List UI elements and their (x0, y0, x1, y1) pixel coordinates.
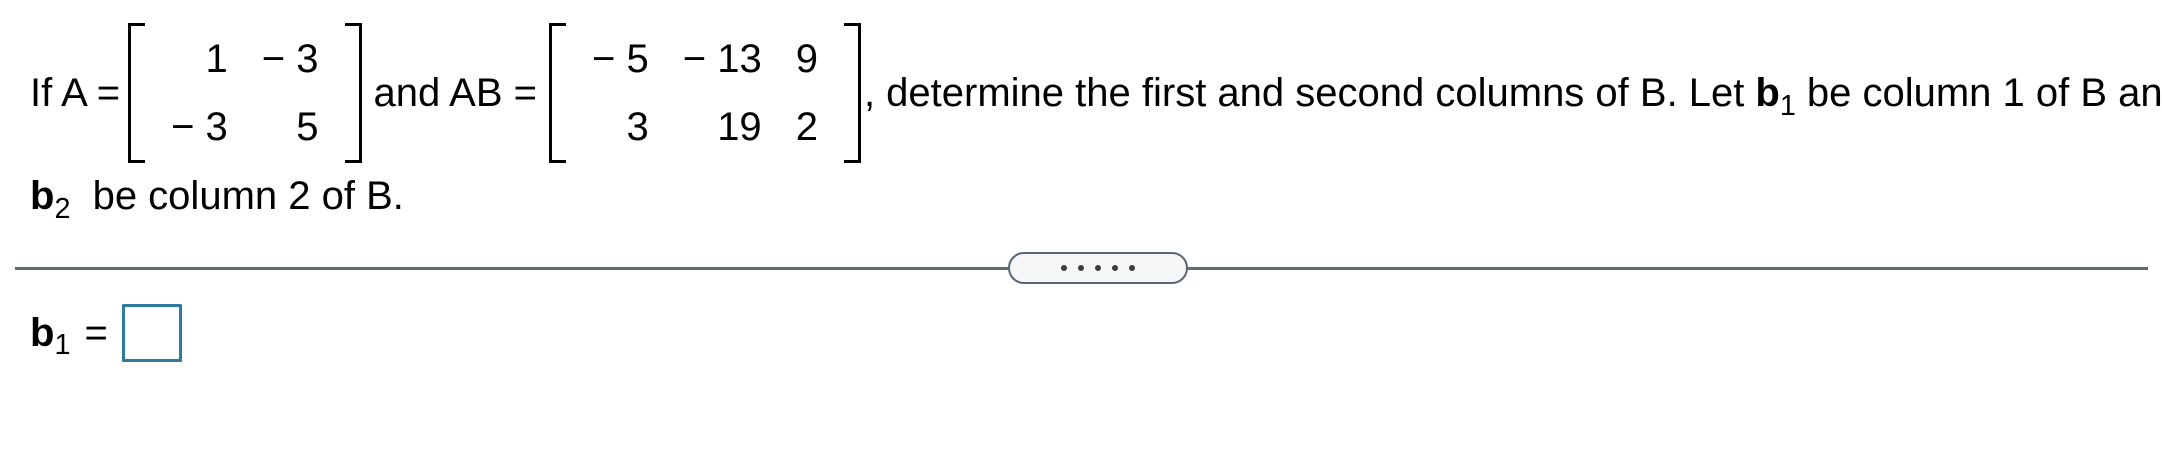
b1-letter: b (1755, 71, 1780, 115)
matrix-cell: 3 (626, 105, 649, 149)
answer-row: b1 = (0, 304, 2162, 362)
drag-handle-dot (1095, 265, 1101, 271)
b1-symbol: b1 (1755, 71, 1795, 120)
b2-symbol: b2 (30, 174, 70, 223)
divider-drag-handle[interactable] (1008, 252, 1188, 284)
matrix-a: 1 − 3 − 3 5 (128, 23, 362, 163)
drag-handle-dot (1129, 265, 1135, 271)
left-bracket (128, 23, 146, 163)
matrix-cell: 9 (795, 37, 818, 81)
left-bracket (549, 23, 566, 163)
matrix-cell: 1 (205, 37, 228, 81)
matrix-cell: 2 (795, 105, 818, 149)
matrix-ab-cells: − 5 − 13 9 3 19 2 (566, 23, 844, 163)
matrix-cell: − 3 (261, 37, 319, 81)
problem-line-1: If A = 1 − 3 − 3 5 and AB = − 5 − 13 9 (30, 20, 2162, 166)
mid-text: and AB = (373, 71, 537, 115)
equals-sign: = (84, 310, 108, 355)
matrix-cell: 19 (717, 105, 762, 149)
right-bracket (344, 23, 362, 163)
answer-b1-symbol: b1 (30, 310, 70, 360)
answer-b1-subscript: 1 (54, 329, 71, 362)
drag-handle-dot (1061, 265, 1067, 271)
matrix-cell: − 5 (592, 37, 649, 81)
problem-line-2: b2 be column 2 of B. (30, 174, 2162, 223)
matrix-cell: − 13 (682, 37, 762, 81)
intro-text: If A = (30, 71, 121, 115)
tail2-text: be column 2 of B. (92, 174, 404, 218)
right-bracket (843, 23, 861, 163)
matrix-ab: − 5 − 13 9 3 19 2 (549, 23, 861, 163)
drag-handle-dot (1112, 265, 1118, 271)
matrix-cell: − 3 (171, 105, 228, 149)
b2-letter: b (30, 174, 55, 218)
b1-subscript: 1 (1779, 89, 1796, 122)
answer-b1-letter: b (30, 310, 55, 355)
tail1-text: be column 1 of B and (1806, 71, 2162, 115)
drag-handle-dots-icon (1061, 265, 1135, 271)
drag-handle-dot (1078, 265, 1084, 271)
b1-answer-input[interactable] (121, 304, 182, 362)
matrix-a-cells: 1 − 3 − 3 5 (145, 23, 344, 163)
problem-statement: If A = 1 − 3 − 3 5 and AB = − 5 − 13 9 (0, 0, 2162, 223)
b2-subscript: 2 (54, 192, 71, 225)
section-divider (0, 252, 2162, 286)
after-text: , determine the first and second columns… (863, 71, 1745, 115)
matrix-cell: 5 (296, 105, 319, 149)
